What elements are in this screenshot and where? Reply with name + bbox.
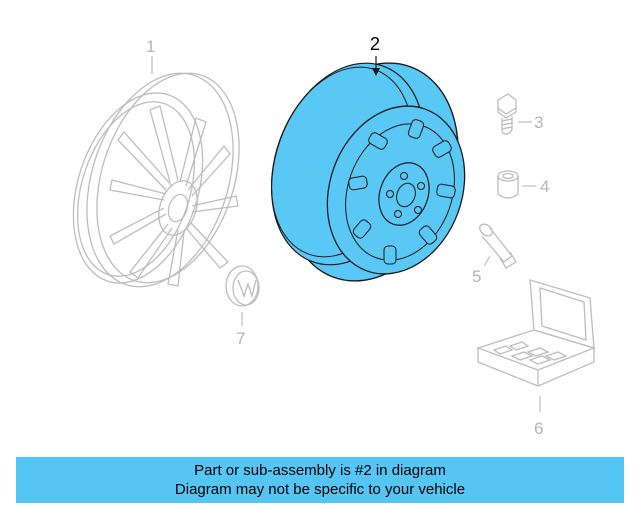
callout-6[interactable]: 6 bbox=[534, 419, 543, 438]
part-2-steel-wheel[interactable] bbox=[245, 39, 488, 306]
callout-5[interactable]: 5 bbox=[472, 267, 481, 286]
part-6-tool-kit[interactable] bbox=[476, 279, 596, 387]
part-4-lug-nut[interactable] bbox=[497, 170, 519, 199]
part-3-lug-bolt[interactable] bbox=[497, 93, 517, 135]
leader-lines bbox=[151, 56, 541, 412]
caption-line-part: Part or sub-assembly is #2 in diagram bbox=[194, 462, 446, 479]
callout-3[interactable]: 3 bbox=[534, 113, 543, 132]
part-5-valve-stem[interactable] bbox=[477, 222, 517, 269]
callout-7[interactable]: 7 bbox=[236, 329, 245, 348]
callout-4[interactable]: 4 bbox=[540, 177, 549, 196]
part-7-center-cap[interactable] bbox=[225, 265, 260, 307]
callout-2[interactable]: 2 bbox=[370, 34, 380, 54]
callout-1[interactable]: 1 bbox=[146, 37, 155, 56]
diagram-caption: Part or sub-assembly is #2 in diagram Di… bbox=[16, 457, 624, 503]
caption-line-disclaimer: Diagram may not be specific to your vehi… bbox=[174, 481, 466, 498]
parts-diagram: 1 2 3 4 5 6 7 bbox=[51, 34, 596, 438]
part-1-alloy-wheel[interactable] bbox=[51, 54, 264, 305]
